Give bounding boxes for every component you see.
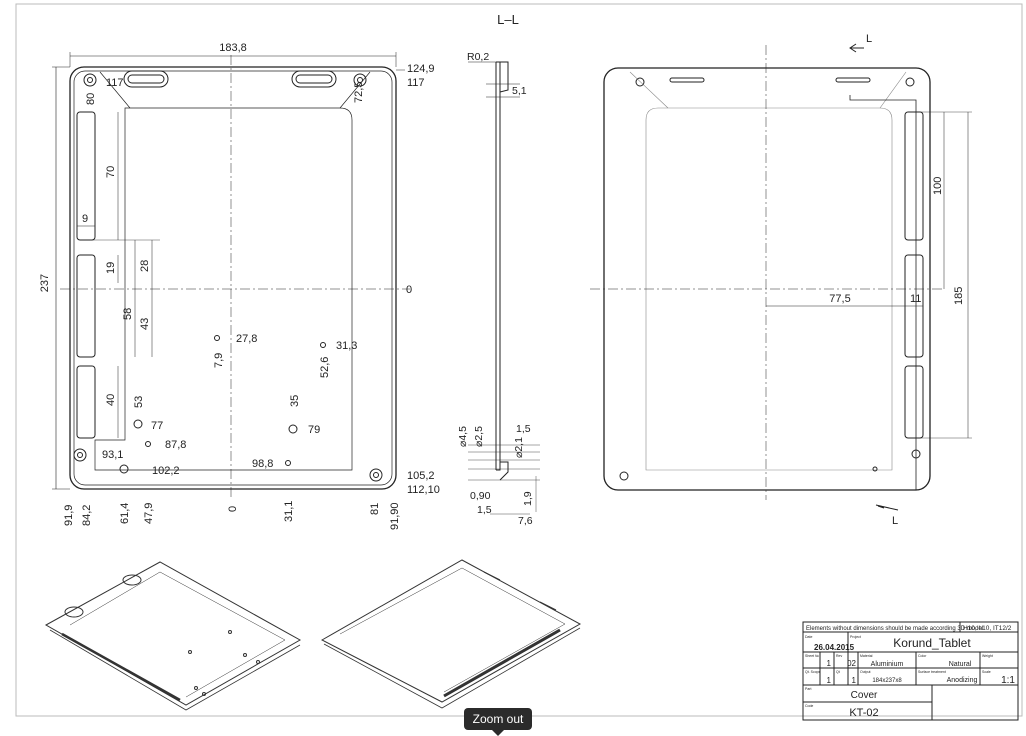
svg-text:Code: Code xyxy=(805,704,813,708)
tb-code: KT-02 xyxy=(849,707,878,719)
svg-text:98,8: 98,8 xyxy=(252,458,273,470)
svg-text:58: 58 xyxy=(122,308,134,320)
svg-text:81: 81 xyxy=(369,503,381,515)
section-dimensions: R0,2 5,1 ⌀4,5 ⌀2,5 1,5 ⌀2,1 1,9 0,90 1,5… xyxy=(457,51,534,527)
svg-text:31,1: 31,1 xyxy=(283,501,295,522)
svg-text:Part: Part xyxy=(805,687,811,691)
svg-text:Color: Color xyxy=(918,654,927,658)
svg-text:Project: Project xyxy=(850,635,861,639)
svg-text:77,5: 77,5 xyxy=(829,293,850,305)
svg-text:L: L xyxy=(892,515,898,527)
tb-sheet: 1 xyxy=(827,659,832,668)
svg-text:79: 79 xyxy=(308,424,320,436)
tb-material: Aluminium xyxy=(871,661,904,668)
svg-text:77: 77 xyxy=(151,420,163,432)
svg-text:1,5: 1,5 xyxy=(477,504,492,516)
svg-text:19: 19 xyxy=(105,262,117,274)
svg-text:80: 80 xyxy=(85,93,97,105)
tb-part-name: Cover xyxy=(851,690,878,701)
svg-text:185: 185 xyxy=(953,287,965,305)
tb-qty2: 1 xyxy=(852,676,857,685)
svg-text:43: 43 xyxy=(139,318,151,330)
svg-text:Date: Date xyxy=(805,635,812,639)
svg-text:61,4: 61,4 xyxy=(119,503,131,524)
tb-project: Korund_Tablet xyxy=(893,636,971,650)
rear-dimensions: L L 100 185 77,5 11 xyxy=(829,33,965,527)
tb-qty: 1 xyxy=(827,676,832,685)
tb-scale: 1:1 xyxy=(1001,675,1015,686)
isometric-view-rear xyxy=(320,559,582,709)
rear-view xyxy=(590,43,972,511)
svg-text:112,10: 112,10 xyxy=(407,484,440,496)
svg-text:91,90: 91,90 xyxy=(389,502,401,530)
svg-text:1,5: 1,5 xyxy=(516,423,531,435)
svg-text:183,8: 183,8 xyxy=(219,42,247,54)
title-block xyxy=(802,621,1019,721)
svg-text:9: 9 xyxy=(82,213,88,225)
svg-text:84,2: 84,2 xyxy=(81,505,93,526)
svg-text:Qt. Scope: Qt. Scope xyxy=(805,670,821,674)
tb-tolerance: H10, h10, IT12/2 xyxy=(963,625,1012,632)
svg-text:Output: Output xyxy=(860,670,871,674)
svg-text:⌀4,5: ⌀4,5 xyxy=(457,426,469,447)
svg-text:0: 0 xyxy=(406,284,412,296)
tb-blank: 184x237x8 xyxy=(872,678,902,684)
svg-text:Sheet №: Sheet № xyxy=(805,654,819,658)
svg-text:91,9: 91,9 xyxy=(63,505,75,526)
isometric-view-front xyxy=(44,561,302,711)
svg-text:124,9: 124,9 xyxy=(407,63,435,75)
svg-text:Material: Material xyxy=(860,654,873,658)
svg-text:102,2: 102,2 xyxy=(152,465,180,477)
svg-text:105,2: 105,2 xyxy=(407,470,435,482)
tb-color: Natural xyxy=(949,661,972,668)
svg-text:Surface treatment: Surface treatment xyxy=(918,670,946,674)
svg-text:35: 35 xyxy=(289,395,301,407)
svg-text:Scale: Scale xyxy=(982,670,991,674)
svg-text:Qt: Qt xyxy=(836,670,840,674)
svg-text:5,1: 5,1 xyxy=(512,85,527,97)
front-dimensions: 183,8 237 124,9 117 72,5 105,2 112,10 0 … xyxy=(39,42,440,530)
tb-finish: Anodizing xyxy=(947,677,978,684)
svg-text:27,8: 27,8 xyxy=(236,333,257,345)
svg-text:Weight: Weight xyxy=(982,654,993,658)
tb-date: 26.04.2015 xyxy=(814,643,855,652)
svg-text:40: 40 xyxy=(105,394,117,406)
svg-text:L: L xyxy=(866,33,872,45)
svg-text:0: 0 xyxy=(227,506,239,512)
front-view xyxy=(52,52,410,500)
zoom-out-tooltip[interactable]: Zoom out xyxy=(464,708,532,736)
svg-text:237: 237 xyxy=(39,274,51,292)
svg-text:⌀2,1: ⌀2,1 xyxy=(513,437,525,458)
svg-text:117: 117 xyxy=(106,77,124,89)
title-block-text: Elements without dimensions should be ma… xyxy=(805,625,1015,719)
tb-note: Elements without dimensions should be ma… xyxy=(806,626,983,632)
svg-text:52,6: 52,6 xyxy=(319,357,331,378)
svg-text:87,8: 87,8 xyxy=(165,439,186,451)
svg-text:53: 53 xyxy=(133,396,145,408)
svg-text:93,1: 93,1 xyxy=(102,449,123,461)
svg-text:R0,2: R0,2 xyxy=(467,51,489,63)
svg-text:⌀2,5: ⌀2,5 xyxy=(473,426,485,447)
svg-text:31,3: 31,3 xyxy=(336,340,357,352)
svg-text:70: 70 xyxy=(105,166,117,178)
svg-text:72,5: 72,5 xyxy=(353,82,365,103)
svg-text:28: 28 xyxy=(139,260,151,272)
svg-text:47,9: 47,9 xyxy=(143,503,155,524)
tb-rev: 02 xyxy=(847,659,856,668)
svg-text:Rev: Rev xyxy=(836,654,842,658)
svg-text:117: 117 xyxy=(407,77,425,89)
svg-text:100: 100 xyxy=(932,177,944,195)
sheet-frame xyxy=(15,3,1023,717)
svg-text:1,9: 1,9 xyxy=(522,491,534,506)
section-view xyxy=(468,61,540,515)
svg-text:11: 11 xyxy=(910,293,921,305)
svg-text:7,6: 7,6 xyxy=(518,515,533,527)
svg-text:0,90: 0,90 xyxy=(470,490,491,502)
svg-text:7,9: 7,9 xyxy=(213,353,225,368)
section-label: L–L xyxy=(497,12,519,27)
